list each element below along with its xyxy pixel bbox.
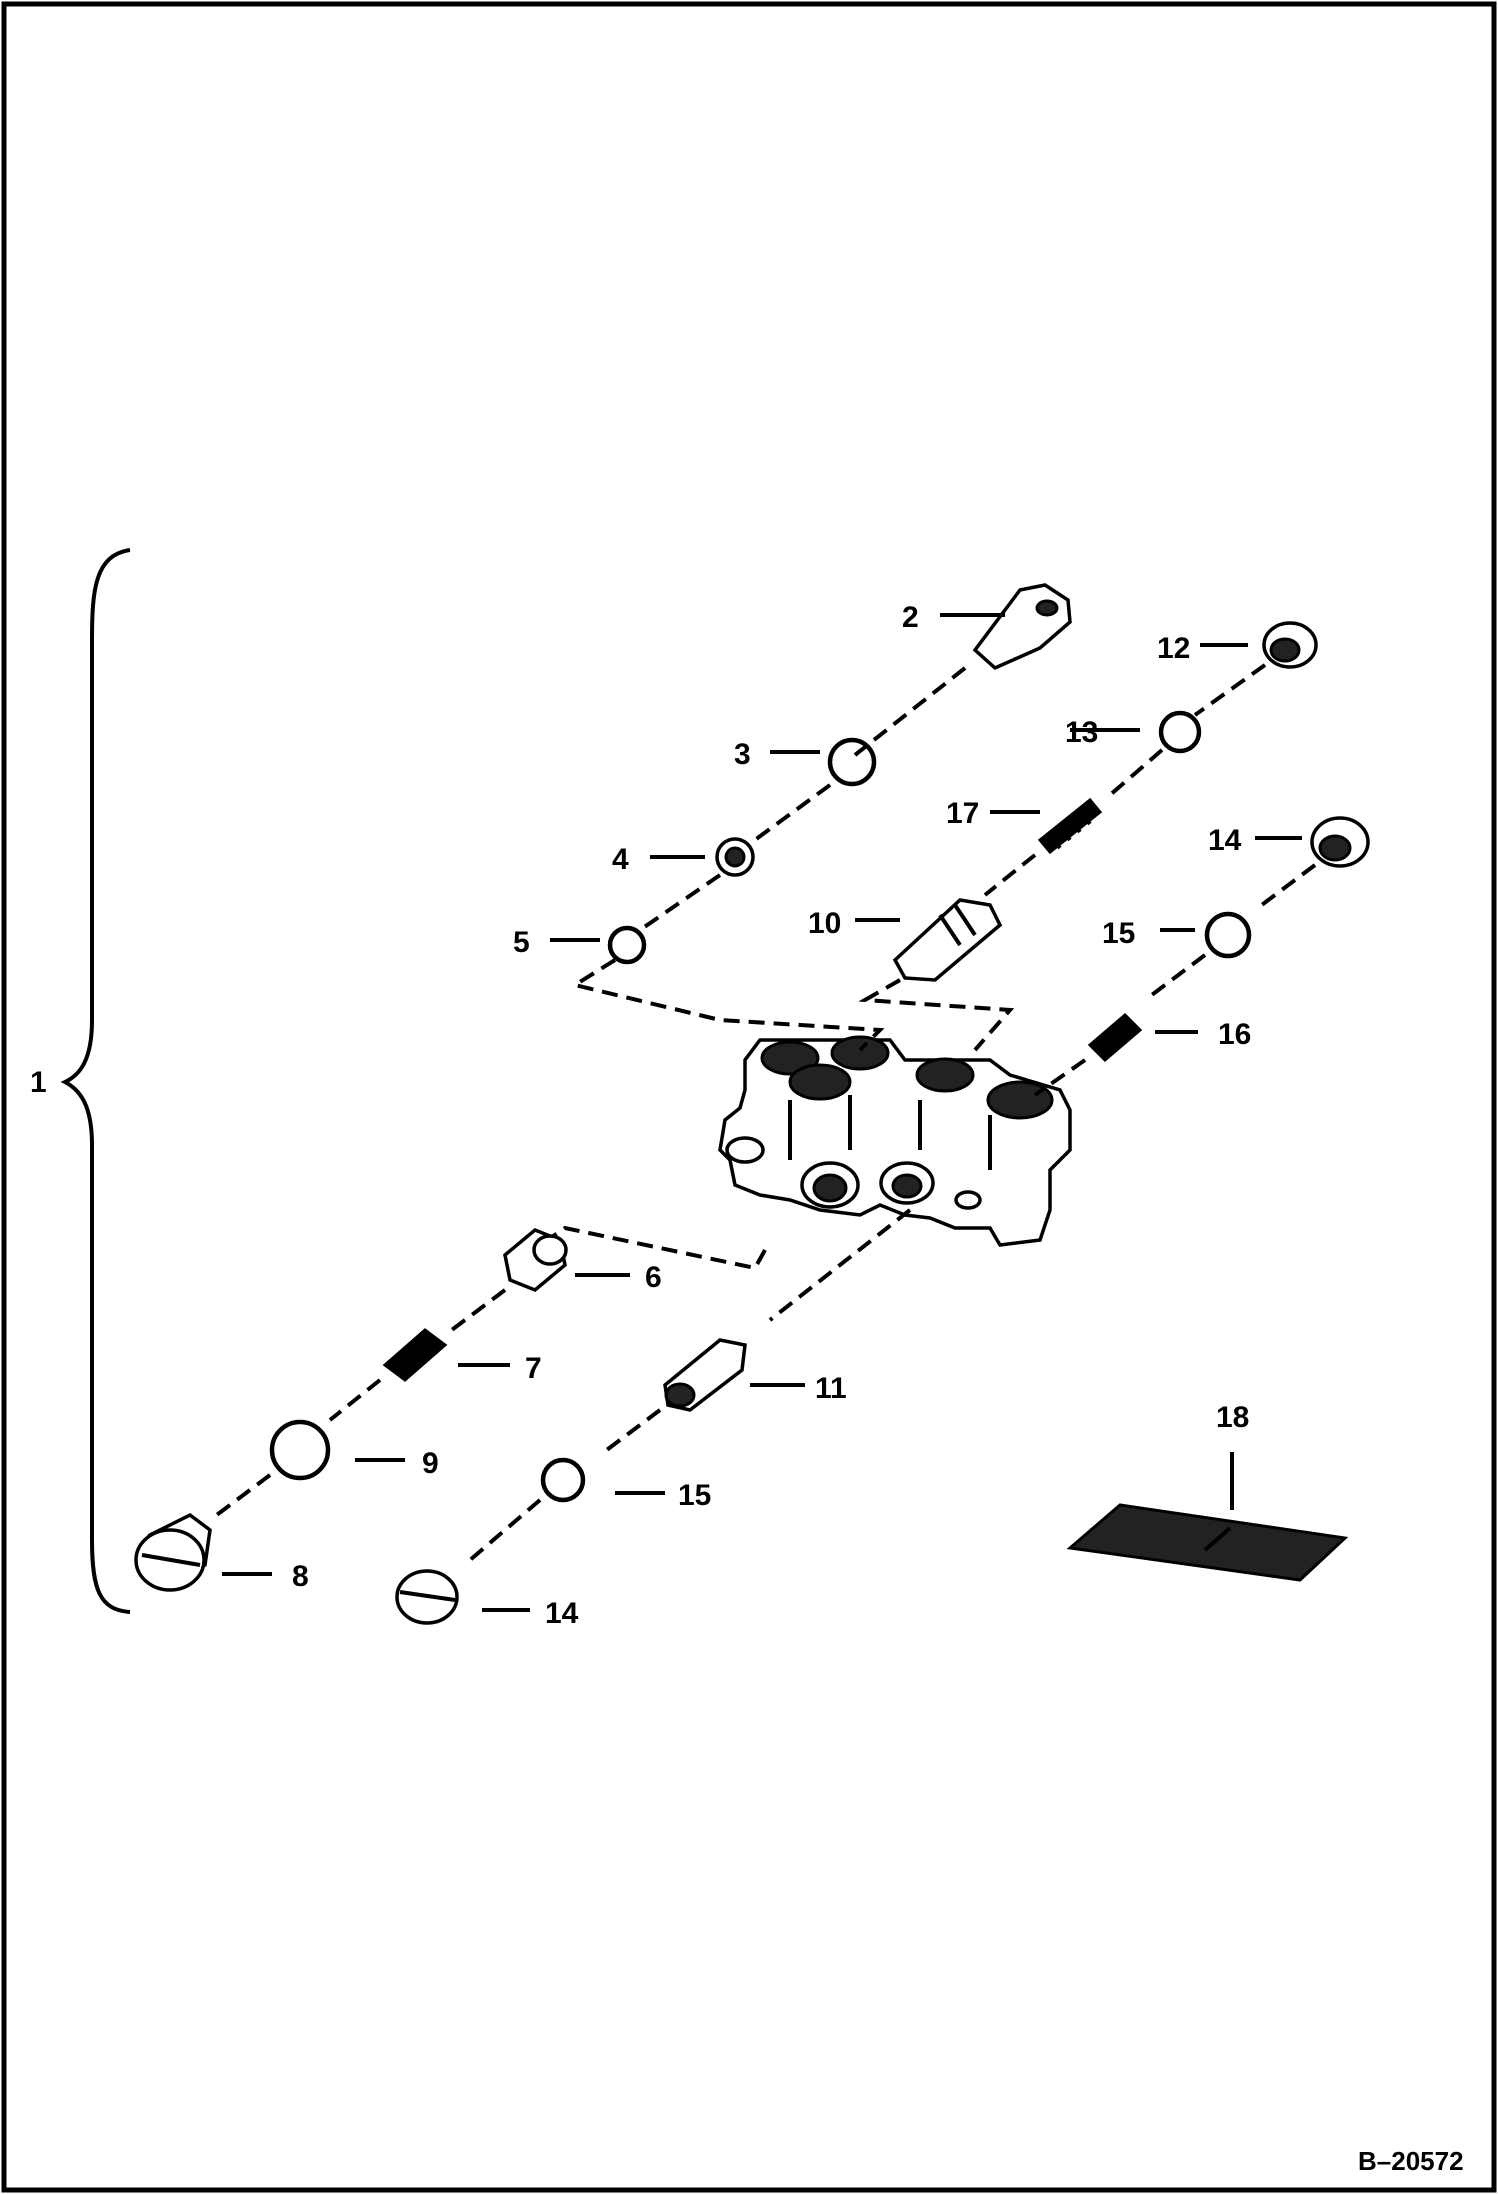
spring-7 <box>382 1328 448 1382</box>
fitting-2 <box>972 583 1072 671</box>
callout-6: 6 <box>645 1261 662 1294</box>
callout-3: 3 <box>734 738 751 771</box>
callout-11: 11 <box>815 1372 847 1405</box>
valve-body <box>718 1035 1072 1247</box>
plug-8 <box>134 1512 212 1592</box>
callout-14-bottom: 14 <box>545 1597 579 1630</box>
callout-16: 16 <box>1218 1018 1251 1051</box>
callout-5: 5 <box>513 926 530 959</box>
sleeve-6 <box>503 1227 568 1293</box>
callout-12: 12 <box>1157 632 1190 665</box>
assembly-brace <box>60 548 131 1614</box>
callout-17: 17 <box>946 797 979 830</box>
callout-15-top: 15 <box>1102 917 1135 950</box>
callout-18: 18 <box>1216 1401 1249 1434</box>
callout-4: 4 <box>612 843 629 876</box>
o-ring-15-top <box>1204 911 1252 959</box>
callout-14-top: 14 <box>1208 824 1242 857</box>
callout-2: 2 <box>902 601 919 634</box>
leader-lines <box>222 613 1302 1612</box>
callout-7: 7 <box>525 1352 542 1385</box>
callout-13: 13 <box>1065 716 1098 749</box>
callout-8: 8 <box>292 1560 309 1593</box>
o-ring-3 <box>827 737 877 787</box>
o-ring-9 <box>269 1419 331 1481</box>
o-ring-15-bottom <box>540 1457 586 1503</box>
callout-10: 10 <box>808 907 841 940</box>
spring-16 <box>1087 1012 1143 1063</box>
figure-id: B–20572 <box>1358 2146 1464 2176</box>
spool-11 <box>663 1338 747 1412</box>
spring-17 <box>1037 797 1103 855</box>
callout-1: 1 <box>30 1066 47 1099</box>
spool-10 <box>892 898 1003 982</box>
plug-12 <box>1262 621 1318 669</box>
seat-4 <box>715 837 755 877</box>
callout-15-bottom: 15 <box>678 1479 711 1512</box>
o-ring-13 <box>1158 710 1202 754</box>
callout-9: 9 <box>422 1447 439 1480</box>
decal-18 <box>1066 1503 1349 1582</box>
plug-14-bottom <box>395 1569 459 1625</box>
plug-14-top <box>1310 816 1370 868</box>
ring-5 <box>607 925 647 965</box>
